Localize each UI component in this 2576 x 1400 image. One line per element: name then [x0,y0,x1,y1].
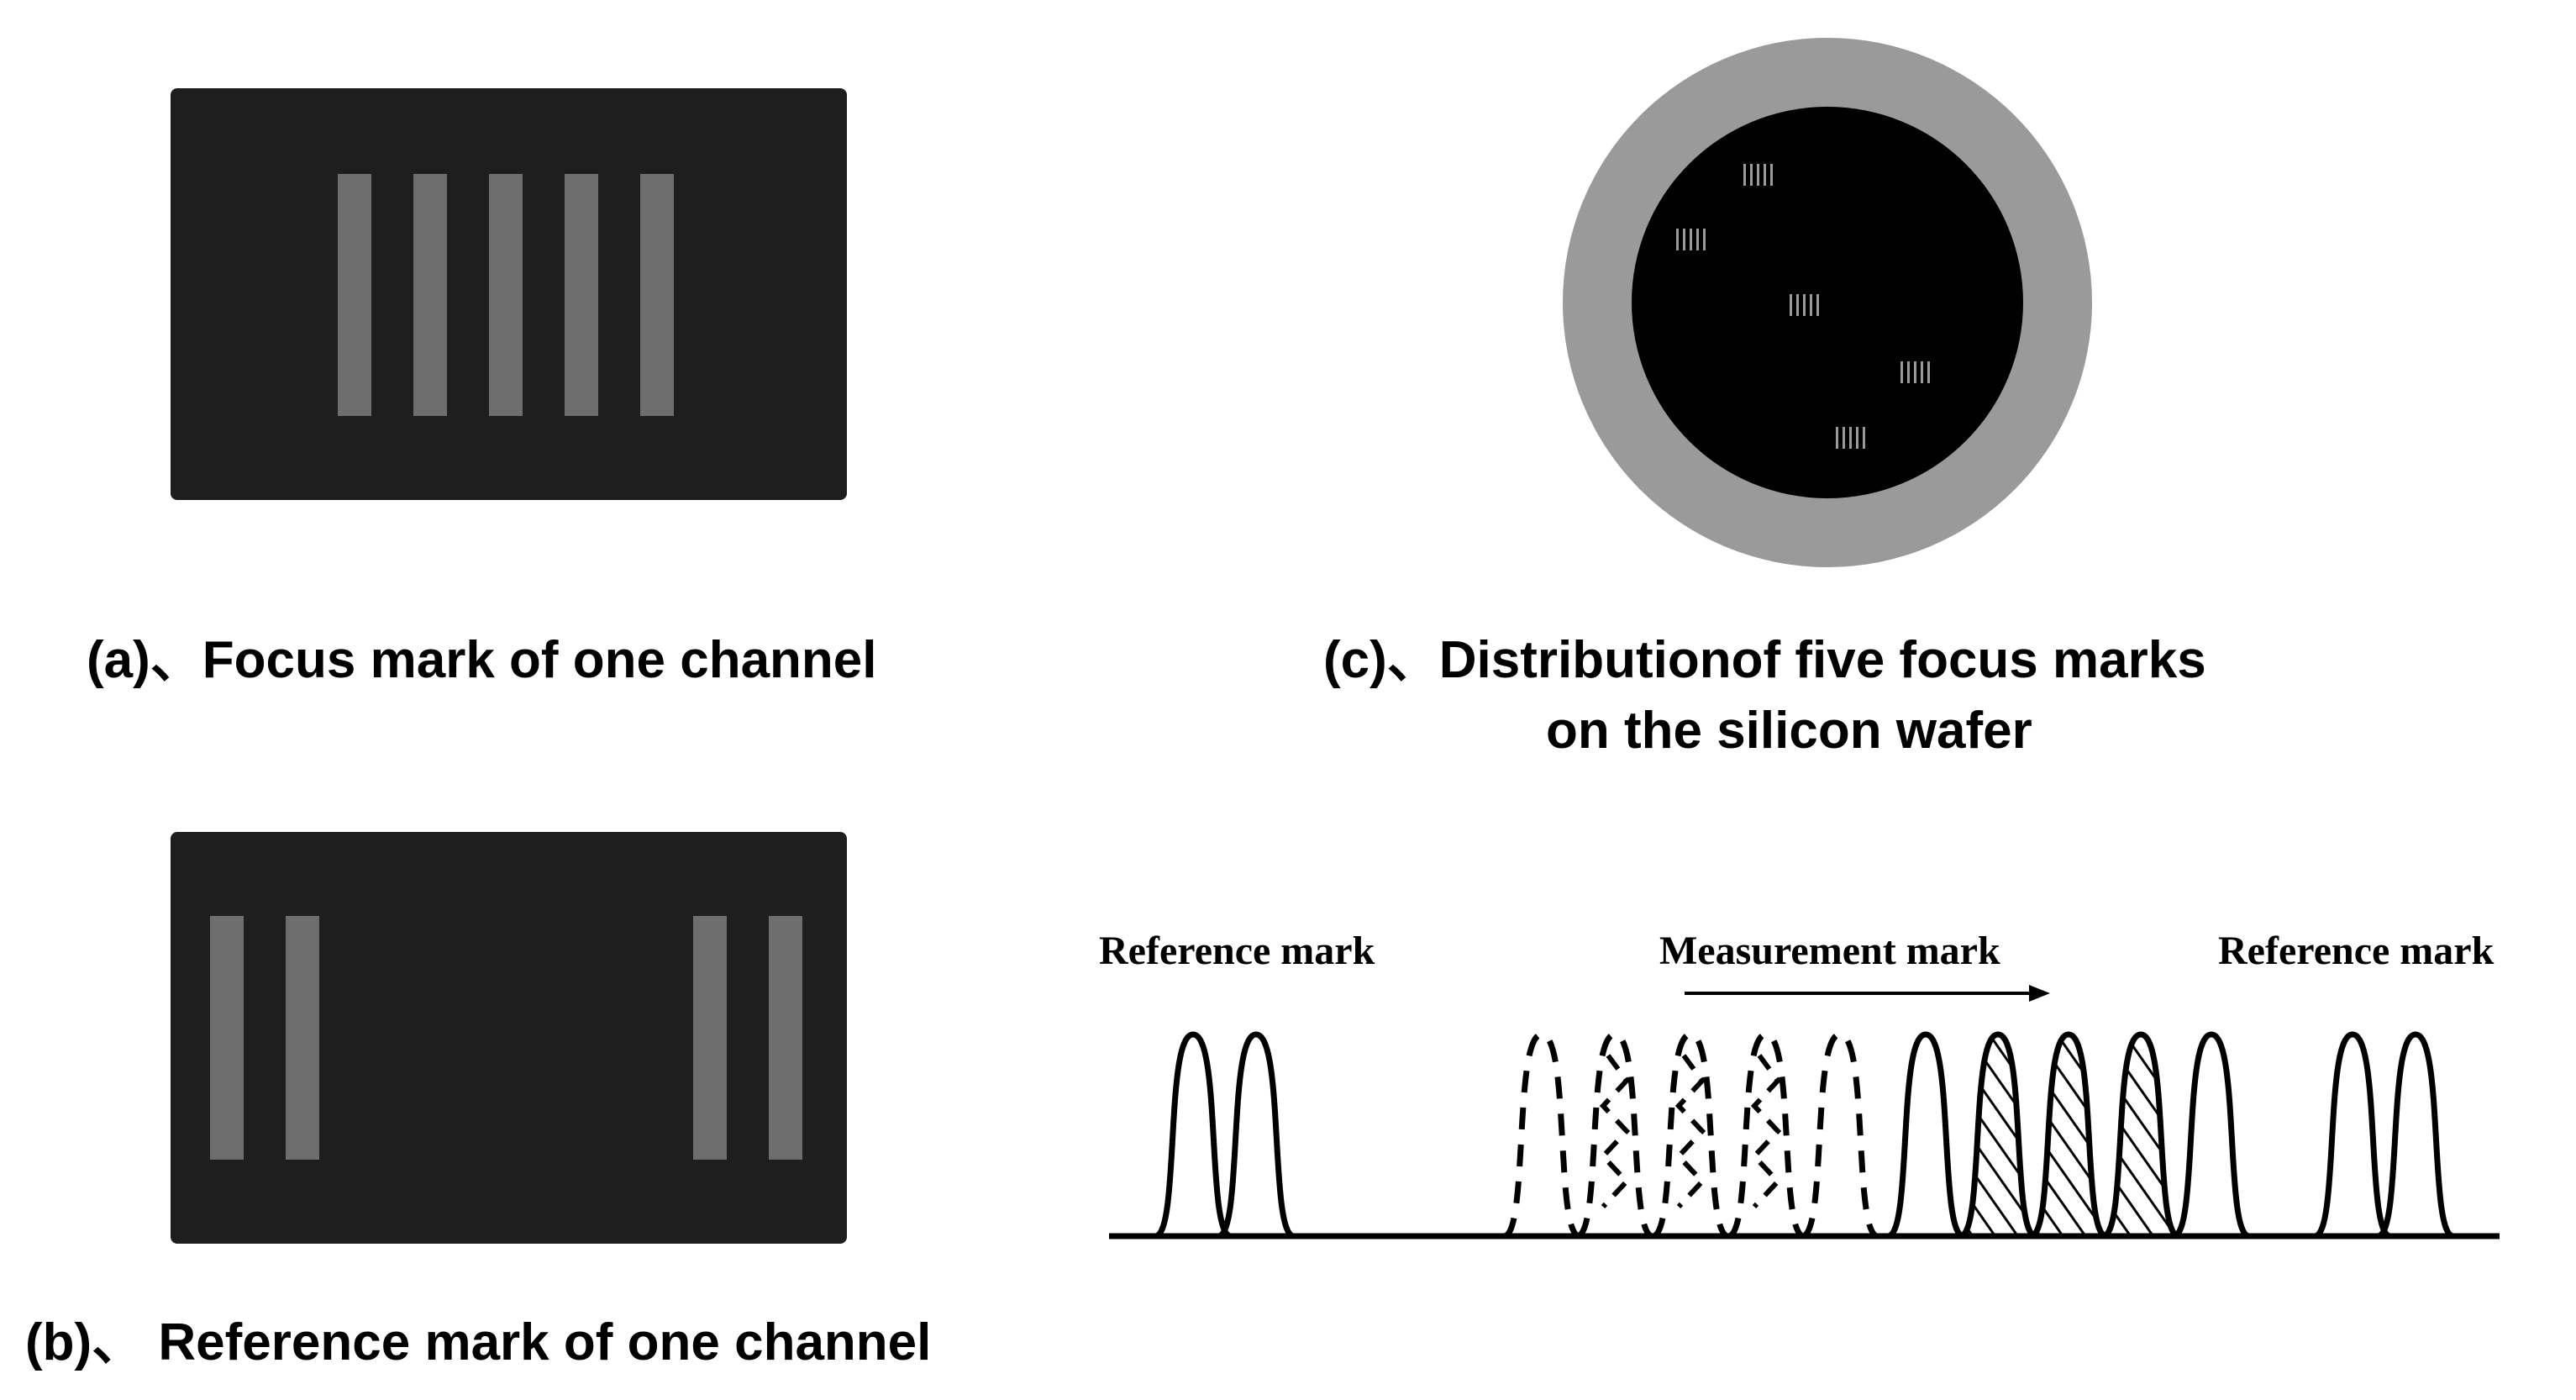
reference-peak [1217,1031,1296,1239]
wafer-focus-mark [1836,427,1865,449]
reference-peak [2376,1031,2455,1239]
label-measurement: Measurement mark [1659,929,2000,973]
measurement-peak-dashed [1801,1031,1879,1239]
measurement-peak-hatched [1958,1031,2037,1239]
measurement-peak-dashed [1575,1031,1654,1239]
focus-stripe [640,174,674,416]
reference-peak [1154,1031,1233,1239]
reference-peak [2313,1031,2392,1239]
measurement-peak-hatched [2101,1031,2180,1239]
caption-b: (b)、 Reference mark of one channel [25,1313,931,1371]
signal-peaks [1154,1031,2455,1239]
caption-a: (a)、Focus mark of one channel [87,631,877,689]
measurement-peak-dashed [1502,1031,1581,1239]
measurement-peak-hatched [2029,1031,2108,1239]
reference-stripe [286,916,319,1160]
reference-mark-plate [171,832,847,1244]
caption-c-line2: on the silicon wafer [1546,702,2032,760]
direction-arrow [1685,985,2050,1002]
focus-stripe [565,174,598,416]
label-reference-right: Reference mark [2218,929,2495,973]
panel-d-signal: Reference mark Measurement mark Referenc… [1099,929,2500,1239]
panel-c-wafer [1563,38,2092,567]
wafer-focus-mark [1676,229,1706,250]
peak-shift-marker [1750,1054,1782,1209]
wafer-focus-marks [1676,164,1930,449]
peak-shift-marker [1599,1054,1631,1209]
focus-stripe [338,174,371,416]
focus-stripe [413,174,447,416]
panel-a-focus-mark [171,88,847,500]
peak-shift-marker [1674,1054,1706,1209]
reference-stripe [769,916,802,1160]
wafer-focus-mark [1900,361,1930,383]
measurement-peak-dashed [1727,1031,1806,1239]
measurement-peak [1886,1031,1965,1239]
measurement-peak [2172,1031,2251,1239]
reference-stripe [210,916,244,1160]
wafer-focus-mark [1790,294,1819,316]
wafer-focus-mark [1743,164,1773,186]
measurement-peak-dashed [1651,1031,1730,1239]
panel-b-reference-mark [171,832,847,1244]
label-reference-left: Reference mark [1099,929,1375,973]
reference-stripe [693,916,727,1160]
caption-c-line1: (c)、Distributionof five focus marks [1323,631,2206,689]
focus-stripe [489,174,523,416]
wafer-core [1632,107,2023,498]
